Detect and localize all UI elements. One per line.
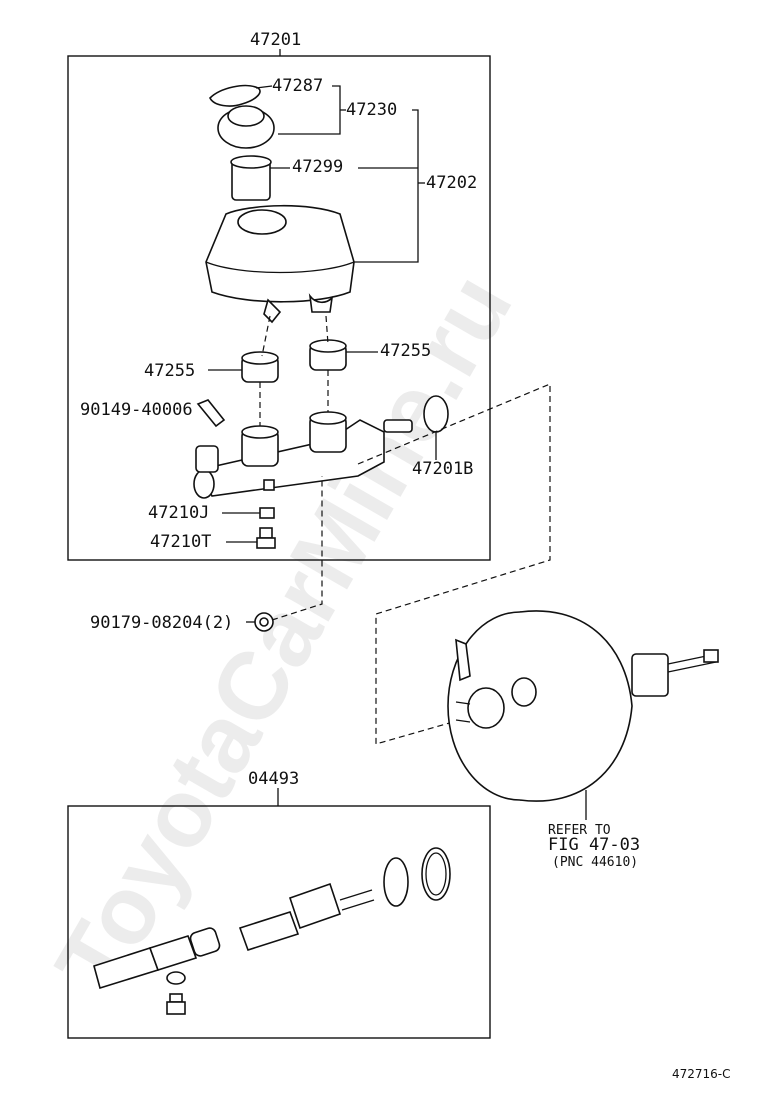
- diagram-code: 472716-C: [672, 1067, 731, 1081]
- assembly-box-kit: [67, 805, 491, 1039]
- watermark-text: ToyotaCarMine.ru: [36, 256, 533, 1010]
- label-90179: 90179-08204(2): [90, 613, 233, 633]
- nut-90179-part: [254, 612, 274, 632]
- grommet-left-part: [241, 351, 279, 383]
- screw-kit-part: [166, 993, 186, 1015]
- label-47210T: 47210T: [150, 532, 211, 552]
- screw-47210T-part: [256, 527, 276, 549]
- reservoir-tank-part: [205, 204, 355, 324]
- label-90149: 90149-40006: [80, 400, 193, 420]
- nut-kit-part: [166, 971, 186, 985]
- secondary-piston-kit-part: [238, 882, 375, 951]
- master-cylinder-body-part: [193, 411, 413, 499]
- reference-line-2: FIG 47-03: [548, 835, 640, 855]
- label-47230: 47230: [346, 100, 397, 120]
- bleeder-plug-part: [196, 399, 226, 428]
- primary-piston-kit-part: [93, 927, 221, 990]
- cap-gasket-part: [209, 84, 261, 107]
- cup-seal-kit-part: [383, 857, 409, 907]
- o-ring-part: [423, 395, 449, 433]
- o-ring-kit-part: [421, 847, 451, 901]
- seal-47210J-part: [259, 507, 275, 519]
- label-47255-right: 47255: [380, 341, 431, 361]
- label-47210J: 47210J: [148, 503, 209, 523]
- label-47255-left: 47255: [144, 361, 195, 381]
- reference-line-3: (PNC 44610): [552, 855, 638, 870]
- brake-booster-part: [447, 610, 719, 802]
- strainer-part: [230, 155, 272, 201]
- label-47299: 47299: [292, 157, 343, 177]
- grommet-right-part: [309, 339, 347, 371]
- reservoir-cap-part: [217, 105, 275, 149]
- label-47201B: 47201B: [412, 459, 473, 479]
- label-47287: 47287: [272, 76, 323, 96]
- reference-line-1: REFER TO: [548, 823, 611, 838]
- label-47202: 47202: [426, 173, 477, 193]
- label-04493: 04493: [248, 769, 299, 789]
- label-47201: 47201: [250, 30, 301, 50]
- assembly-box-master-cylinder: [67, 55, 491, 561]
